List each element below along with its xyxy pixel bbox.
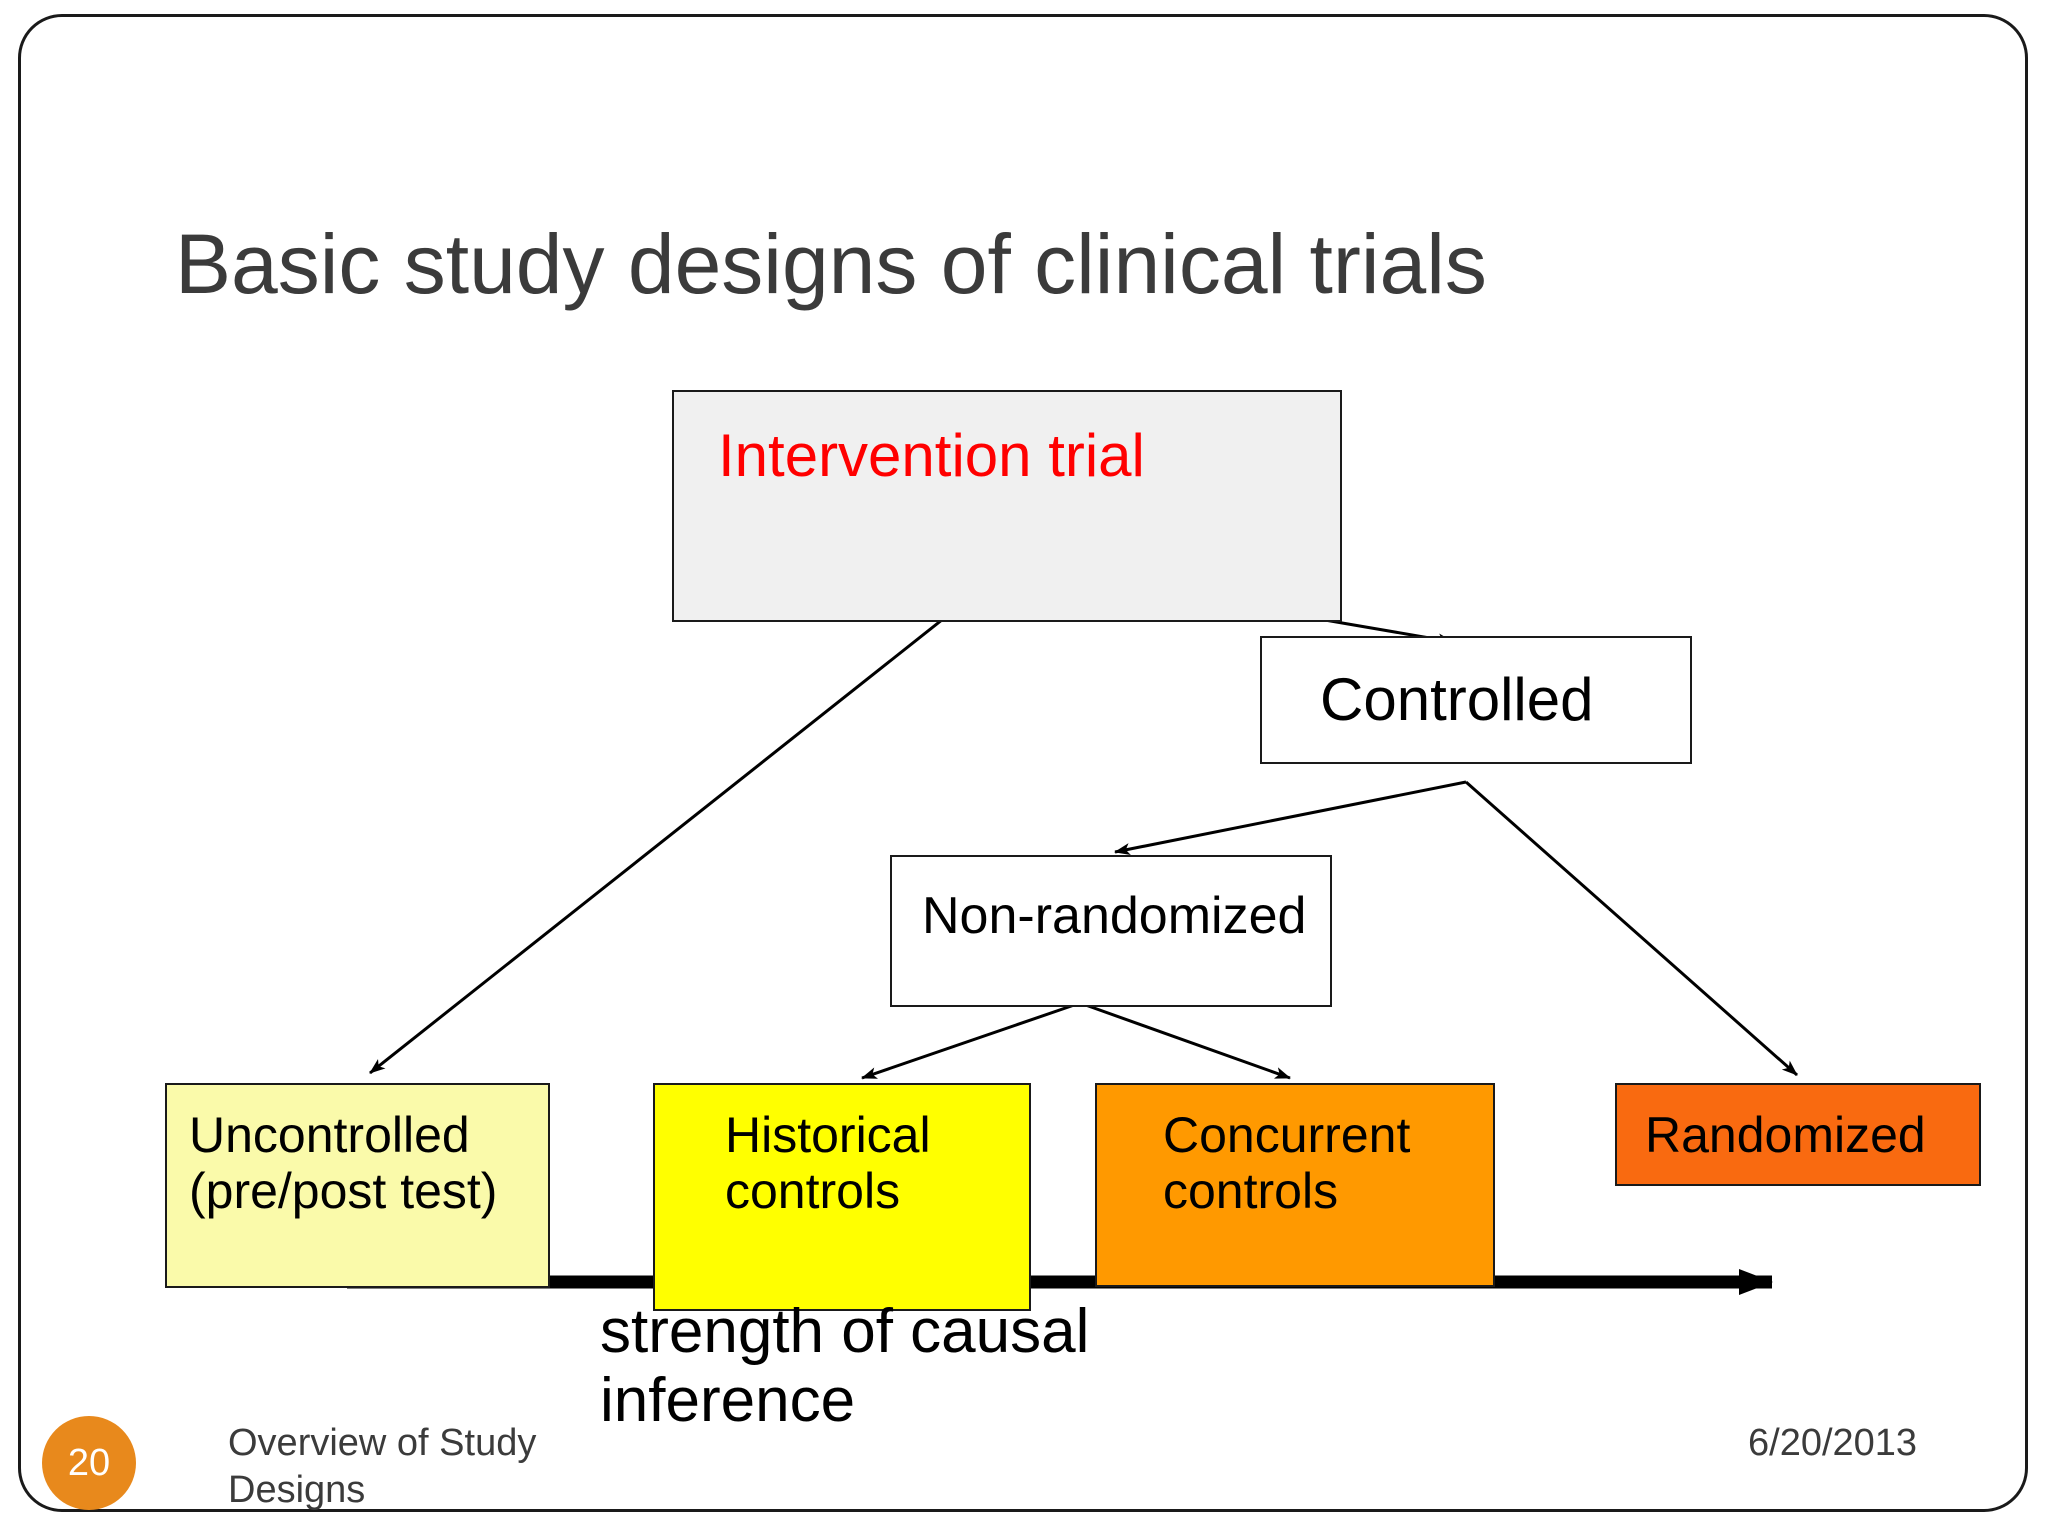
page-title: Basic study designs of clinical trials xyxy=(175,217,1487,311)
slide-number-badge: 20 xyxy=(42,1416,136,1510)
footer-date: 6/20/2013 xyxy=(1748,1422,1918,1464)
node-label: Uncontrolled (pre/post test) xyxy=(189,1107,498,1219)
node-label: Intervention trial xyxy=(718,422,1145,489)
edge-controlled-to-randomized xyxy=(1465,780,1798,1077)
node-label: Concurrent controls xyxy=(1163,1107,1411,1219)
node-concurrent-controls[interactable]: Concurrent controls xyxy=(1095,1083,1495,1287)
node-intervention-trial[interactable]: Intervention trial xyxy=(672,390,1342,622)
node-non-randomized[interactable]: Non-randomized xyxy=(890,855,1332,1007)
slide-number-text: 20 xyxy=(67,1441,111,1484)
node-label: Non-randomized xyxy=(922,887,1307,945)
node-uncontrolled[interactable]: Uncontrolled (pre/post test) xyxy=(165,1083,550,1288)
edge-nonrandomized-to-historical xyxy=(861,1001,1081,1080)
strength-axis-label: strength of causal inference xyxy=(600,1297,1090,1436)
node-label: Randomized xyxy=(1645,1107,1926,1163)
edge-nonrandomized-to-concurrent xyxy=(1079,1001,1291,1080)
node-randomized[interactable]: Randomized xyxy=(1615,1083,1981,1186)
node-label: Historical controls xyxy=(725,1107,931,1219)
node-label: Controlled xyxy=(1320,666,1594,733)
node-historical-controls[interactable]: Historical controls xyxy=(653,1083,1031,1311)
edge-controlled-to-nonrandomized xyxy=(1114,780,1467,855)
node-controlled[interactable]: Controlled xyxy=(1260,636,1692,764)
footer-deck-title: Overview of Study Designs xyxy=(228,1422,537,1512)
edge-intervention-to-uncontrolled xyxy=(369,564,1011,1075)
